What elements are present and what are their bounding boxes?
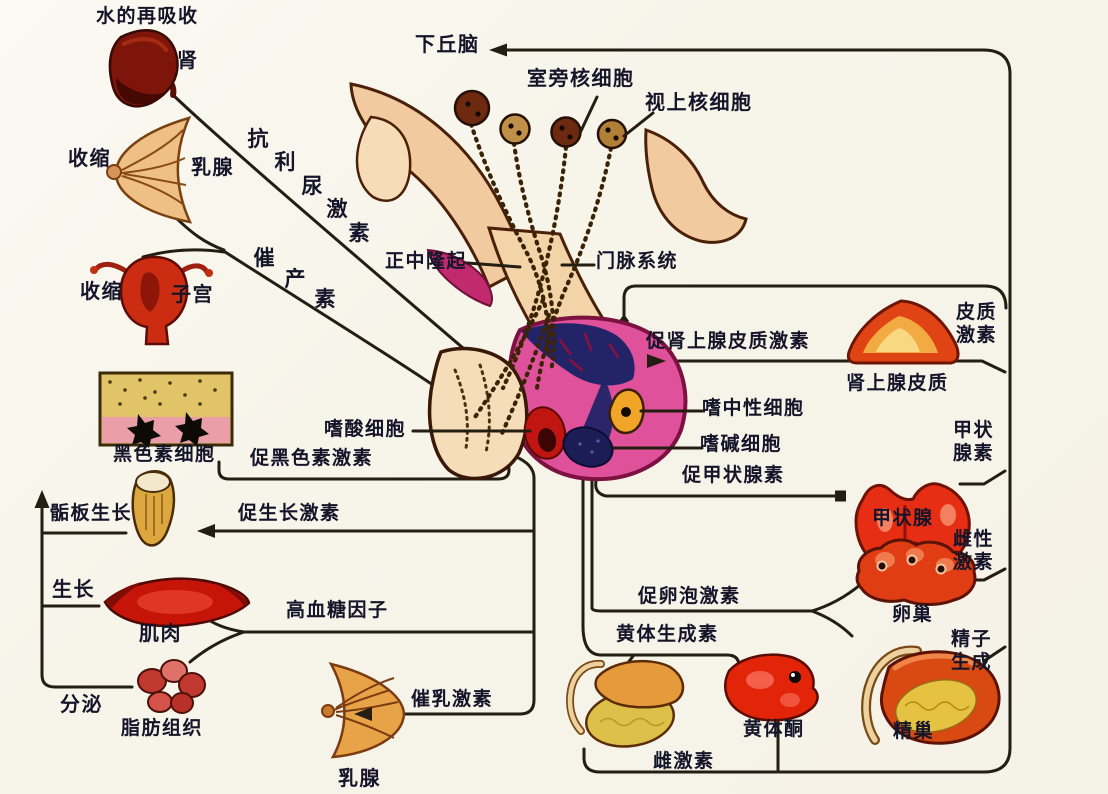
label-growth: 生长 — [52, 579, 95, 601]
ovary-illustration — [855, 538, 977, 606]
adrenal-cortex-illustration — [846, 299, 960, 365]
label-median-eminence: 正中隆起 — [385, 251, 468, 272]
label-oxytocin-char: 素 — [314, 288, 336, 311]
label-lh: 黄体生成素 — [616, 624, 719, 645]
corpus-luteum-illustration — [724, 653, 819, 722]
arrow-growth-up — [34, 490, 50, 508]
neurosecretory-cells-illustration — [453, 89, 628, 441]
arrow-prolactin — [354, 707, 372, 721]
label-adh-char: 抗 — [247, 128, 269, 151]
label-thyroid: 甲状腺 — [872, 508, 934, 529]
label-acth: 促肾上腺皮质激素 — [646, 331, 811, 352]
label-thyroxine: 甲状腺素 — [953, 420, 995, 464]
label-progesterone: 黄体酮 — [743, 719, 805, 740]
label-kidney: 肾 — [177, 50, 199, 72]
arrow-to-hypothalamus — [489, 43, 507, 57]
label-growth-hormone: 促生长激素 — [238, 503, 341, 524]
label-testis: 精巢 — [893, 721, 935, 742]
label-fsh: 促卵泡激素 — [638, 586, 741, 607]
label-water-reabsorption: 水的再吸收 — [96, 6, 199, 27]
label-msh: 促黑色素激素 — [250, 448, 374, 469]
arrow-acth — [647, 354, 666, 368]
hypothalamus-illustration — [349, 82, 748, 290]
label-portal-system: 门脉系统 — [596, 251, 679, 272]
label-hyperglycemic-factor: 高血糖因子 — [286, 600, 389, 621]
label-adh-char: 素 — [348, 222, 370, 245]
label-contraction-breast: 收缩 — [68, 148, 111, 170]
label-cortical-hormone: 皮质激素 — [956, 302, 998, 346]
arrow-growth-hormone — [197, 524, 215, 538]
label-neutrophil-cells: 嗜中性细胞 — [702, 398, 805, 419]
muscle-illustration — [103, 577, 251, 628]
label-secretion: 分泌 — [60, 694, 103, 716]
label-adipose-tissue: 脂肪组织 — [121, 718, 204, 739]
label-melanocytes: 黑色素细胞 — [113, 444, 216, 465]
label-ovary: 卵巢 — [892, 604, 934, 625]
pointer-lines — [411, 95, 704, 450]
label-supraoptic-cells: 视上核细胞 — [645, 92, 753, 114]
label-epiphyseal-growth: 骺板生长 — [50, 503, 133, 524]
label-female-hormone: 雌性激素 — [953, 529, 995, 573]
testis-illustration — [861, 645, 1001, 745]
label-adh-char: 尿 — [301, 175, 323, 198]
uterus-illustration — [90, 255, 213, 346]
label-estrogen: 雌激素 — [653, 751, 715, 772]
bone-epiphysis-illustration — [131, 470, 176, 547]
label-contraction-uterus: 收缩 — [80, 281, 123, 303]
label-adrenal-cortex: 肾上腺皮质 — [846, 373, 949, 394]
kidney-illustration — [108, 29, 179, 108]
label-uterus: 子宫 — [171, 284, 214, 306]
arrow-tsh-square — [835, 490, 846, 502]
skin-melanocyte-illustration — [98, 371, 234, 448]
adipose-tissue-illustration — [137, 659, 206, 714]
label-acidophil-cells: 嗜酸细胞 — [324, 419, 407, 440]
arrowheads — [34, 43, 846, 721]
label-prolactin: 催乳激素 — [411, 689, 494, 710]
label-paraventricular-cells: 室旁核细胞 — [527, 68, 635, 90]
label-adh-char: 利 — [274, 151, 296, 174]
label-oxytocin-char: 催 — [253, 247, 275, 270]
label-tsh: 促甲状腺素 — [682, 465, 785, 486]
label-mammary-lower: 乳腺 — [338, 768, 381, 790]
label-mammary-upper: 乳腺 — [191, 157, 234, 179]
label-basophil-cells: 嗜碱细胞 — [700, 434, 783, 455]
label-oxytocin-char: 产 — [284, 268, 306, 291]
label-sperm-production: 精子生成 — [951, 629, 993, 673]
mammary-gland-upper-illustration — [106, 116, 193, 224]
label-hypothalamus: 下丘脑 — [415, 34, 480, 56]
gonad-estrogen-illustration — [566, 659, 685, 748]
label-muscle: 肌肉 — [139, 623, 182, 645]
label-adh-char: 激 — [326, 198, 348, 221]
